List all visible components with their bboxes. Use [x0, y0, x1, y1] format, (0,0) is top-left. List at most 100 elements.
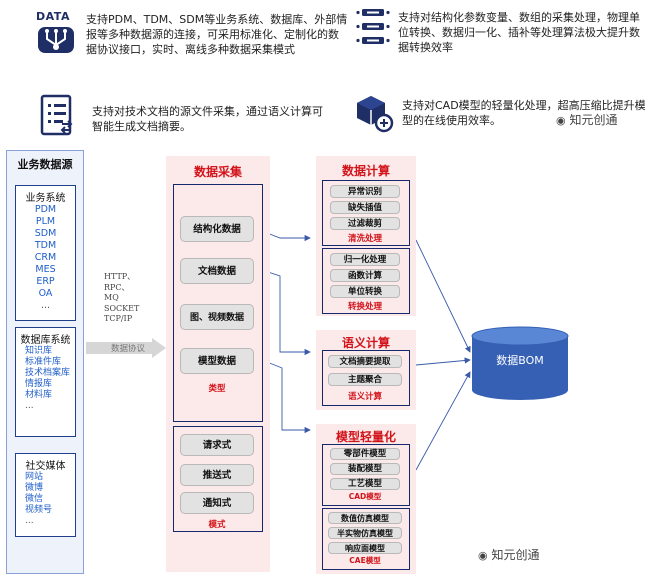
- watermark-top: ◉ 知元创通: [556, 113, 618, 127]
- cad-part: 零部件模型: [330, 448, 400, 460]
- list-item: 标准件库: [25, 357, 62, 367]
- types-label: 类型: [208, 384, 226, 394]
- feature-text: 支持PDM、TDM、SDM等业务系统、数据库、外部情报等多种数据源的连接，可采用…: [86, 13, 348, 56]
- protocol-item: TCP/IP: [104, 314, 133, 323]
- list-item: ...: [40, 300, 51, 311]
- list-item: MES: [35, 264, 56, 275]
- mode-notify: 通知式: [180, 492, 254, 514]
- cad-label: CAD模型: [348, 492, 382, 501]
- semantic-label: 语义计算: [347, 392, 382, 402]
- lightweight-panel: 模型轻量化 零部件模型 装配模型 工艺模型 CAD模型 数值仿真模型 半实物仿真…: [316, 424, 416, 574]
- source-group-business: 业务系统 PDM PLM SDM TDM CRM MES ERP OA ...: [15, 185, 76, 321]
- type-model: 模型数据: [180, 348, 254, 374]
- clean-box: [322, 180, 410, 246]
- cae-hil: 半实物仿真模型: [328, 527, 402, 539]
- convert-normalize: 归一化处理: [330, 253, 400, 266]
- cae-response: 响应面模型: [328, 542, 402, 554]
- feature-data-processing: 支持对结构化参数变量、数组的采集处理，物理单位转换、数据归一化、插补等处理算法极…: [356, 8, 646, 60]
- feature-text: 支持对技术文档的源文件采集，通过语义计算可智能生成文档摘要。: [92, 105, 323, 133]
- protocol-label: 数据协议: [110, 344, 145, 354]
- semantic-panel: 语义计算 文档摘要提取 主题聚合 语义计算: [316, 330, 416, 410]
- group-title: 业务系统: [25, 193, 66, 204]
- semantic-topic: 主题聚合: [328, 373, 402, 386]
- list-item: ERP: [36, 276, 55, 287]
- data-flow-icon: DATA: [34, 10, 76, 56]
- compute-panel: 数据计算 异常识别 缺失插值 过滤裁剪 清洗处理 归一化处理 函数计算 单位转换…: [316, 156, 416, 316]
- convert-box: [322, 248, 410, 314]
- lightweight-title: 模型轻量化: [335, 430, 396, 444]
- list-item: SDM: [34, 228, 57, 239]
- group-title: 社交媒体: [25, 461, 66, 472]
- modes-label: 模式: [208, 520, 226, 530]
- cad-assembly: 装配模型: [330, 463, 400, 475]
- source-panel: 业务数据源 业务系统 PDM PLM SDM TDM CRM MES ERP O…: [6, 150, 84, 574]
- source-group-database: 数据库系统 知识库 标准件库 技术档案库 情报库 材料库 ...: [15, 327, 76, 437]
- clean-filter: 过滤裁剪: [330, 217, 400, 230]
- clean-missing: 缺失插值: [330, 201, 400, 214]
- source-group-social: 社交媒体 网站 微博 微信 视频号 ...: [15, 453, 76, 537]
- list-item: ...: [25, 401, 34, 411]
- list-item: 知识库: [25, 346, 53, 356]
- collect-title: 数据采集: [193, 165, 242, 179]
- protocol-list: HTTP、 RPC、 MQ SOCKET TCP/IP: [104, 272, 164, 325]
- convert-label: 转换处理: [347, 302, 382, 312]
- mode-request: 请求式: [180, 434, 254, 456]
- arrow-semantic-to-bom: [415, 357, 471, 366]
- mode-push: 推送式: [180, 464, 254, 486]
- list-item: 情报库: [25, 379, 53, 389]
- bom-label: 数据BOM: [496, 354, 544, 367]
- arrow-lightweight-to-bom: [415, 371, 471, 471]
- cae-box: [322, 508, 410, 570]
- list-item: PDM: [34, 204, 57, 215]
- feature-data-sources: DATA 支持PDM、TDM、SDM等业务系统、数据库、外部情报等多种数据源的连…: [34, 10, 354, 76]
- watermark-bottom: ◉ 知元创通: [478, 548, 540, 562]
- list-item: TDM: [34, 240, 57, 251]
- compute-title: 数据计算: [341, 164, 390, 178]
- collect-panel: 数据采集 结构化数据 文档数据 图、视频数据 模型数据 类型 请求式 推送式 通…: [166, 156, 270, 572]
- data-icon-label: DATA: [36, 10, 70, 23]
- convert-unit: 单位转换: [330, 285, 400, 298]
- cae-label: CAE模型: [349, 556, 381, 565]
- wechat-icon: ◉: [556, 114, 566, 127]
- list-item: 材料库: [25, 390, 53, 400]
- semantic-summary: 文档摘要提取: [328, 355, 402, 368]
- list-item: 网站: [25, 472, 44, 482]
- source-panel-title: 业务数据源: [17, 158, 73, 171]
- list-item: OA: [38, 288, 53, 299]
- arrow-compute-to-bom: [415, 239, 471, 353]
- protocol-item: MQ: [104, 293, 119, 302]
- cad-cube-icon: [357, 96, 394, 133]
- semantic-title: 语义计算: [341, 336, 390, 350]
- arrow-document-to-semantic: [261, 269, 311, 356]
- feature-text: 支持对结构化参数变量、数组的采集处理，物理单位转换、数据归一化、插补等处理算法极…: [398, 11, 640, 54]
- cad-box: [322, 444, 410, 506]
- list-item: 微信: [25, 494, 44, 504]
- list-item: 视频号: [25, 505, 53, 515]
- type-structured: 结构化数据: [180, 216, 254, 242]
- cae-numeric: 数值仿真模型: [328, 512, 402, 524]
- list-item: PLM: [35, 216, 56, 227]
- group-title: 数据库系统: [20, 335, 71, 346]
- type-document: 文档数据: [180, 258, 254, 284]
- collect-modes-box: [173, 426, 263, 532]
- document-icon: [40, 94, 73, 136]
- list-item: 技术档案库: [25, 368, 71, 378]
- bom-cylinder: [471, 326, 569, 400]
- list-item: ...: [25, 516, 34, 526]
- protocol-arrow: [86, 338, 166, 358]
- protocol-item: SOCKET: [104, 303, 140, 313]
- feature-document: 支持对技术文档的源文件采集，通过语义计算可智能生成文档摘要。: [34, 94, 334, 140]
- list-item: CRM: [34, 252, 57, 263]
- clean-anomaly: 异常识别: [330, 185, 400, 198]
- arrow-model-to-lightweight: [261, 359, 311, 434]
- convert-function: 函数计算: [330, 269, 400, 282]
- clean-label: 清洗处理: [347, 234, 382, 244]
- data-process-icon: [356, 9, 390, 44]
- semantic-box: [322, 350, 410, 406]
- protocol-item: HTTP、: [104, 272, 136, 281]
- protocol-item: RPC、: [104, 282, 130, 292]
- list-item: 微博: [25, 483, 44, 493]
- collect-types-box: [173, 184, 263, 422]
- wechat-icon: ◉: [478, 549, 488, 562]
